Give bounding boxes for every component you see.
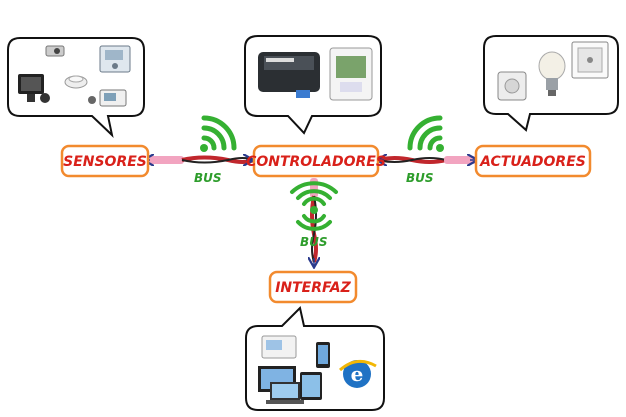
- touch-panel-icon: [261, 335, 297, 359]
- sensor-box-icon: [99, 45, 131, 73]
- cable-controllers-actuators: [378, 156, 476, 164]
- sensors-bubble: [7, 37, 145, 138]
- controllers-bubble: [244, 35, 382, 135]
- smoke-detector-icon: [64, 75, 88, 89]
- bus-label: BUS: [194, 171, 222, 185]
- cable-sensors-controllers: [145, 156, 254, 164]
- wall-switch-icon: [571, 41, 609, 79]
- thermostat-icon: [99, 89, 127, 107]
- node-interface: INTERFAZ: [268, 270, 358, 304]
- bus-label: BUS: [300, 235, 328, 249]
- node-sensors: SENSORES: [60, 144, 150, 178]
- phone-icon: [316, 342, 330, 368]
- circuit-board-icon: [329, 47, 373, 101]
- wireless-icon: [290, 181, 338, 231]
- node-interface-label: INTERFAZ: [275, 280, 351, 296]
- wireless-icon: [200, 115, 237, 152]
- light-bulb-icon: [538, 51, 566, 96]
- tablet-icon: [300, 372, 322, 400]
- node-actuators-label: ACTUADORES: [479, 154, 586, 170]
- sensor-detector-icon: [88, 96, 96, 104]
- node-controllers-label: CONTROLADORES: [246, 154, 386, 170]
- actuators-bubble: [483, 35, 619, 132]
- svg-text:e: e: [351, 362, 364, 386]
- camera-icon: [45, 45, 65, 57]
- laptop-icon: [266, 382, 304, 404]
- interface-bubble: e: [245, 306, 385, 411]
- node-controllers: CONTROLADORES: [246, 144, 386, 178]
- wireless-icon: [407, 115, 444, 152]
- floodlight-icon: [18, 74, 50, 103]
- node-sensors-label: SENSORES: [63, 154, 147, 170]
- controller-module-icon: [258, 52, 320, 98]
- node-actuators: ACTUADORES: [474, 144, 592, 178]
- bus-label: BUS: [406, 171, 434, 185]
- internet-explorer-icon: e: [339, 359, 377, 388]
- dimmer-switch-icon: [497, 71, 527, 101]
